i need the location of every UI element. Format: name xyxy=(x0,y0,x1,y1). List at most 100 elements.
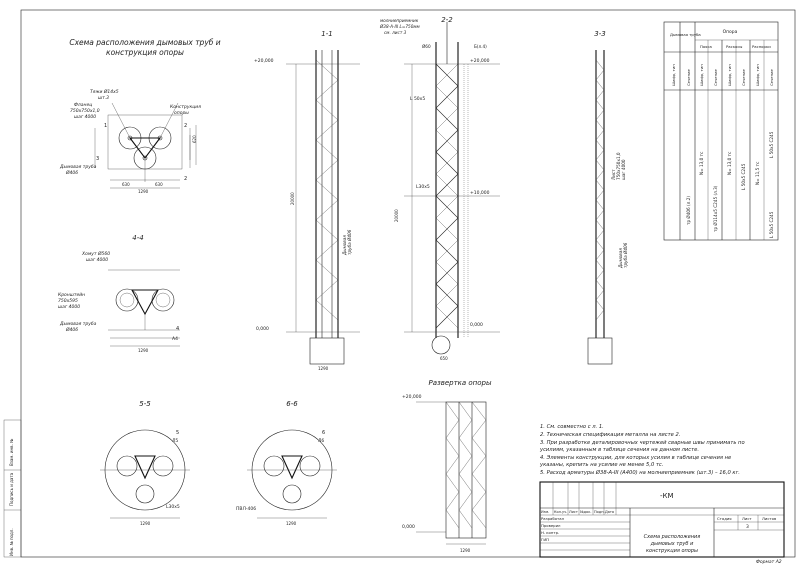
svg-text:ГИП: ГИП xyxy=(541,537,549,542)
svg-text:Сечение: Сечение xyxy=(741,68,746,86)
svg-text:Дымовая: Дымовая xyxy=(342,235,347,256)
title-block xyxy=(539,481,785,558)
smoke-44-2: Ø406 xyxy=(65,326,78,333)
svg-text:Л6: Л6 xyxy=(318,438,324,444)
svg-text:Распорки: Распорки xyxy=(752,44,771,49)
svg-text:Дымовая: Дымовая xyxy=(618,248,623,269)
svg-text:1290: 1290 xyxy=(138,189,149,194)
svg-text:2. Техническая спецификация ме: 2. Техническая спецификация металла на л… xyxy=(540,432,680,438)
bracket-side-2: 750х595 xyxy=(58,298,78,304)
svg-text:Дымовая труба: Дымовая труба xyxy=(670,32,701,37)
plan-pipe-top-1: Тяжи Ø14х5 xyxy=(90,88,119,95)
svg-text:Листов: Листов xyxy=(762,516,777,521)
section-6-6-title: 6-6 xyxy=(286,400,298,408)
elevation-3-3 xyxy=(587,50,613,365)
svg-text:Сечение: Сечение xyxy=(769,68,774,86)
format-label: Формат А2 xyxy=(756,559,782,565)
svg-text:N= 11,5 тс: N= 11,5 тс xyxy=(755,161,760,185)
svg-text:ПВЛ-406: ПВЛ-406 xyxy=(236,506,256,512)
svg-text:Лист: Лист xyxy=(742,516,752,521)
svg-text:1290: 1290 xyxy=(138,348,149,353)
svg-text:усилиям, указанным в таблице с: усилиям, указанным в таблице сечения на … xyxy=(539,447,699,453)
spec-table xyxy=(663,21,779,241)
svg-text:0,000: 0,000 xyxy=(470,322,483,328)
side-stamp-3: Взам. инв. № xyxy=(9,439,14,466)
svg-text:L30х5: L30х5 xyxy=(166,504,180,510)
bracket-top-1: Хомут Ø560 xyxy=(81,250,110,257)
svg-text:Лист: Лист xyxy=(569,510,578,514)
svg-text:труба Ø406: труба Ø406 xyxy=(347,229,352,255)
svg-text:1. См. совместно с л. 1.: 1. См. совместно с л. 1. xyxy=(540,424,604,430)
section-4-4 xyxy=(108,269,180,347)
bracket-top-2: шаг 4000 xyxy=(86,257,108,263)
svg-text:+10,000: +10,000 xyxy=(470,190,490,196)
unfold-title: Развертка опоры xyxy=(428,379,492,387)
svg-text:А4: А4 xyxy=(172,336,178,342)
svg-text:3: 3 xyxy=(746,524,749,530)
svg-text:Дата: Дата xyxy=(605,510,614,514)
svg-text:Сечение: Сечение xyxy=(686,68,691,86)
svg-text:L 50х5 С245: L 50х5 С245 xyxy=(769,131,774,158)
section-5-5-title: 5-5 xyxy=(139,400,151,408)
svg-text:тр Ø114х5 С245 (л.3): тр Ø114х5 С245 (л.3) xyxy=(713,185,718,232)
svg-text:N= 13,0 тс: N= 13,0 тс xyxy=(699,151,704,175)
svg-text:Проверил: Проверил xyxy=(541,523,561,528)
svg-text:тр Ø406 (л.2): тр Ø406 (л.2) xyxy=(686,196,691,225)
bracket-side-1: Кронштейн xyxy=(58,292,85,298)
svg-text:L 50х5 С245: L 50х5 С245 xyxy=(769,211,774,238)
svg-text:Шифр, тип: Шифр, тип xyxy=(699,64,704,86)
svg-text:Схема расположения: Схема расположения xyxy=(644,534,701,540)
plan-pipe-top-2: шт.3 xyxy=(98,95,109,101)
svg-text:650: 650 xyxy=(440,356,448,361)
scheme-title-1: Схема расположения дымовых труб и xyxy=(69,38,220,47)
elevation-2-2 xyxy=(404,22,500,355)
svg-text:630: 630 xyxy=(122,182,130,187)
unfold-drawing xyxy=(416,401,487,545)
svg-text:L30х5: L30х5 xyxy=(416,184,430,190)
svg-text:указаны, крепить на усилие не: указаны, крепить на усилие не менее 5,0 … xyxy=(539,462,663,468)
notes: 1. См. совместно с л. 1. 2. Техническая … xyxy=(539,424,745,476)
side-stamp-strip xyxy=(3,419,22,558)
svg-text:шаг 4000: шаг 4000 xyxy=(621,159,626,180)
svg-text:Шифр, тип: Шифр, тип xyxy=(755,64,760,86)
plan-scheme: 620 xyxy=(94,102,197,189)
svg-text:Н. контр.: Н. контр. xyxy=(541,530,559,535)
svg-text:молниеприемник: молниеприемник xyxy=(380,18,419,23)
svg-text:Подп.: Подп. xyxy=(594,510,605,514)
svg-text:N= 13,0 тс: N= 13,0 тс xyxy=(727,151,732,175)
svg-text:+20,000: +20,000 xyxy=(402,394,422,400)
cut-mark-4: 2 xyxy=(184,176,187,182)
svg-text:Шифр, тип: Шифр, тип xyxy=(671,64,676,86)
svg-text:Б(л.4): Б(л.4) xyxy=(474,44,487,49)
svg-text:Опора: Опора xyxy=(723,29,738,35)
side-stamp-2: Подпись и дата xyxy=(9,472,14,506)
svg-text:20000: 20000 xyxy=(394,209,399,222)
svg-text:750х750х1,0: 750х750х1,0 xyxy=(616,152,621,180)
svg-text:4. Элементы конструкции, для к: 4. Элементы конструкции, для которых уси… xyxy=(540,455,731,461)
svg-text:Лист: Лист xyxy=(611,169,616,180)
plan-flange-1: Фланец xyxy=(74,102,92,108)
svg-text:труба Ø406: труба Ø406 xyxy=(623,242,628,268)
section-3-3-title: 3-3 xyxy=(594,30,605,38)
cut-mark-1: 1 xyxy=(104,123,107,129)
svg-text:№док.: №док. xyxy=(580,510,591,514)
cut-mark-3: 3 xyxy=(96,156,99,162)
svg-text:3. При разработке деталировочн: 3. При разработке деталировочных чертеже… xyxy=(540,440,745,446)
elev11-top: +20,000 xyxy=(254,58,274,64)
svg-text:Л5: Л5 xyxy=(172,438,178,444)
svg-text:см. лист 3: см. лист 3 xyxy=(384,30,407,35)
svg-text:Пояса: Пояса xyxy=(700,44,712,49)
section-5-5 xyxy=(100,429,190,519)
elev11-zero: 0,000 xyxy=(256,326,269,332)
scheme-title-2: конструкция опоры xyxy=(106,48,184,57)
svg-text:1290: 1290 xyxy=(318,366,329,371)
plan-support-2: опоры xyxy=(174,111,189,116)
svg-text:Шифр, тип: Шифр, тип xyxy=(727,64,732,86)
svg-text:Стадия: Стадия xyxy=(717,516,732,521)
svg-text:дымовых труб и: дымовых труб и xyxy=(650,541,694,547)
svg-text:5: 5 xyxy=(176,430,179,436)
cut-mark-2: 2 xyxy=(184,123,187,129)
svg-text:Изм.: Изм. xyxy=(541,510,549,514)
svg-text:L 50х5: L 50х5 xyxy=(410,96,425,102)
